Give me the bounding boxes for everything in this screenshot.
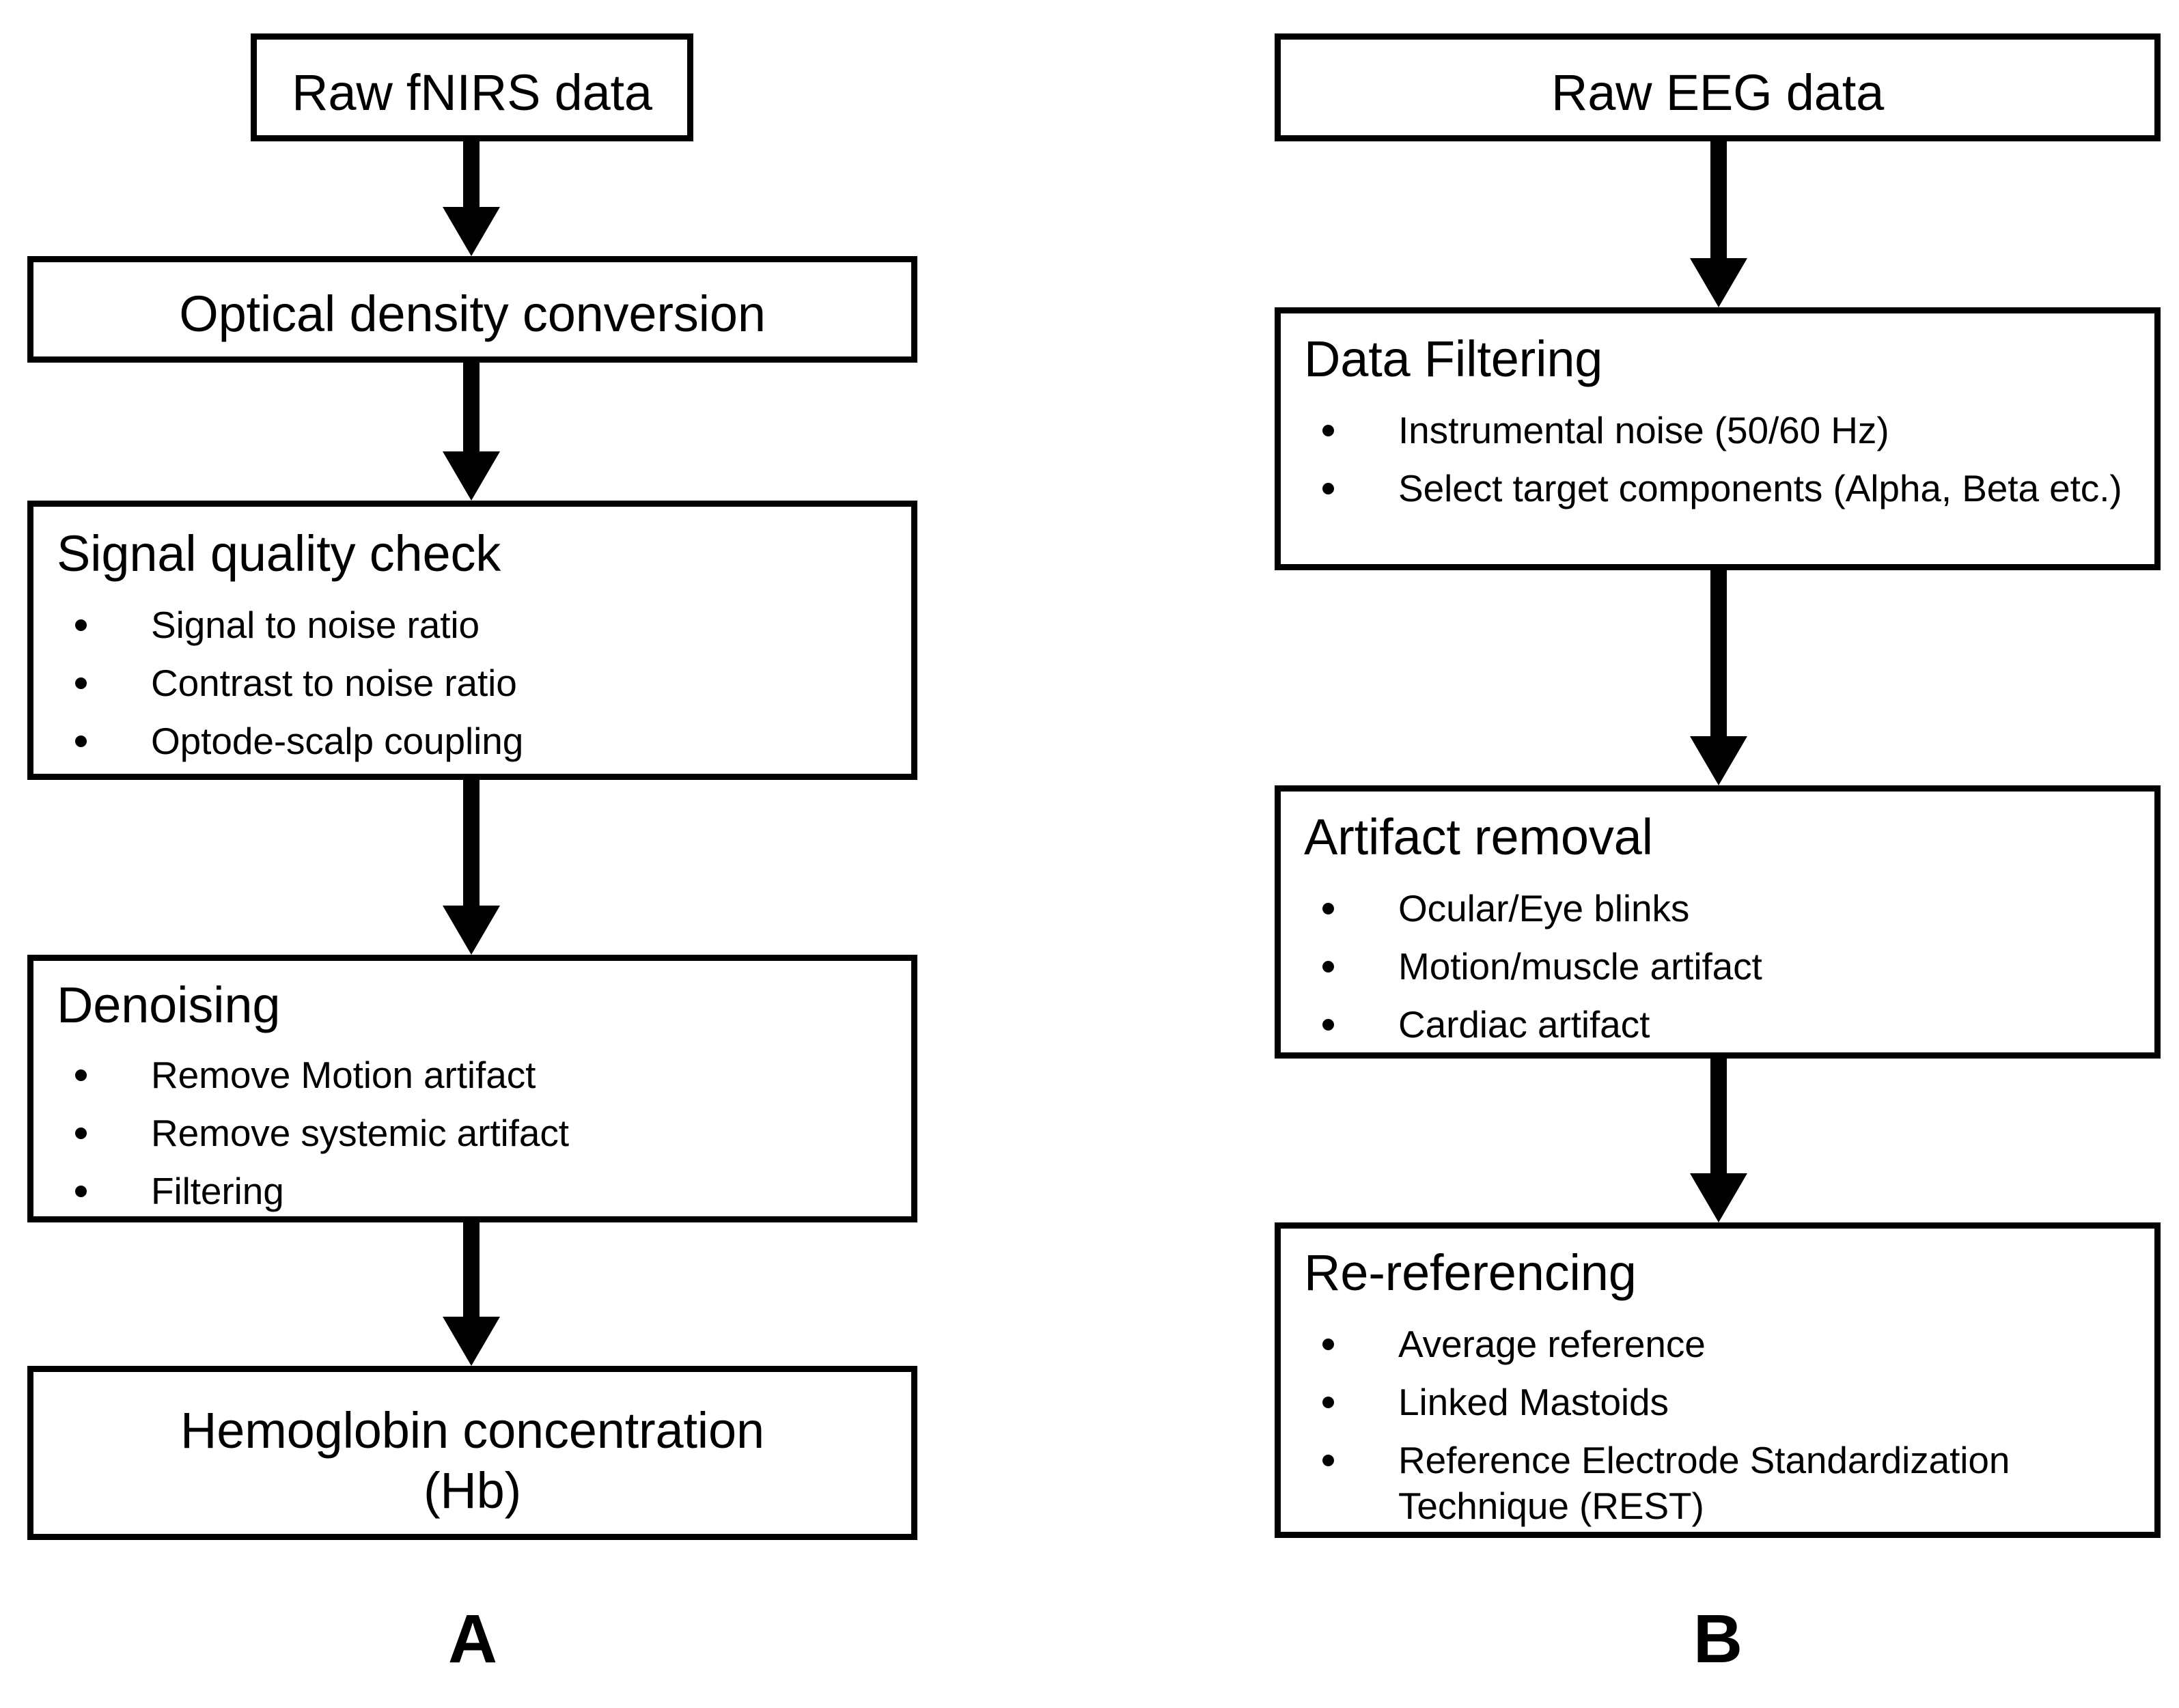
- arrow-shaft: [463, 363, 480, 456]
- list-item-label: Filtering: [151, 1170, 284, 1213]
- node-title: Raw fNIRS data: [292, 64, 652, 121]
- node-signal-quality-check: Signal quality check Signal to noise rat…: [27, 501, 917, 780]
- node-title: Optical density conversion: [179, 285, 766, 342]
- node-bullet-list: Ocular/Eye blinks Motion/muscle artifact…: [1304, 886, 2142, 1052]
- arrow-shaft: [1710, 141, 1727, 262]
- list-item: Remove Motion artifact: [57, 1052, 898, 1098]
- list-item: Motion/muscle artifact: [1304, 944, 2142, 990]
- arrow-head: [443, 906, 500, 955]
- node-optical-density-conversion: Optical density conversion: [27, 256, 917, 363]
- list-item-label: Contrast to noise ratio: [151, 662, 517, 705]
- node-title: Artifact removal: [1304, 809, 1653, 865]
- arrow-signal-quality-to-denoising: [443, 780, 500, 955]
- node-denoising: Denoising Remove Motion artifact Remove …: [27, 955, 917, 1222]
- list-item-label: Remove Motion artifact: [151, 1054, 536, 1096]
- bullet-dot-icon: [1322, 1397, 1334, 1409]
- arrow-head: [443, 207, 500, 256]
- panel-letter-b: B: [1693, 1601, 1743, 1677]
- list-item: Linked Mastoids: [1304, 1380, 2142, 1425]
- node-bullet-list: Remove Motion artifact Remove systemic a…: [57, 1052, 898, 1216]
- node-title: Data Filtering: [1304, 331, 1603, 387]
- arrow-optical-density-to-signal-quality: [443, 363, 500, 501]
- list-item: Signal to noise ratio: [57, 602, 898, 648]
- bullet-dot-icon: [75, 619, 87, 632]
- arrow-shaft: [463, 780, 480, 910]
- arrow-head: [443, 451, 500, 501]
- arrow-head: [1690, 736, 1747, 785]
- list-item: Reference Electrode Standardization Tech…: [1304, 1438, 2142, 1529]
- arrow-shaft: [463, 141, 480, 212]
- bullet-dot-icon: [1322, 1019, 1334, 1031]
- bullet-dot-icon: [1322, 903, 1334, 915]
- bullet-dot-icon: [75, 677, 87, 690]
- list-item: Cardiac artifact: [1304, 1002, 2142, 1048]
- node-title: Signal quality check: [57, 525, 501, 582]
- list-item-label: Average reference: [1398, 1323, 1706, 1365]
- list-item: Optode-scalp coupling: [57, 718, 898, 764]
- list-item: Instrumental noise (50/60 Hz): [1304, 408, 2142, 453]
- arrow-shaft: [1710, 1059, 1727, 1177]
- arrow-head: [443, 1317, 500, 1366]
- list-item: Filtering: [57, 1168, 898, 1214]
- list-item-label: Remove systemic artifact: [151, 1112, 569, 1155]
- bullet-dot-icon: [1322, 425, 1334, 437]
- arrow-data-filtering-to-artifact-removal: [1690, 570, 1747, 785]
- list-item-label: Motion/muscle artifact: [1398, 945, 1762, 988]
- node-title: Hemoglobin concentration: [180, 1402, 764, 1459]
- node-hemoglobin-concentration: Hemoglobin concentration (Hb): [27, 1366, 917, 1540]
- bullet-dot-icon: [1322, 1339, 1334, 1351]
- arrow-artifact-removal-to-re-referencing: [1690, 1059, 1747, 1222]
- bullet-dot-icon: [75, 1069, 87, 1082]
- node-title: Raw EEG data: [1551, 64, 1885, 121]
- node-title-second-line: (Hb): [423, 1462, 522, 1519]
- list-item-label: Instrumental noise (50/60 Hz): [1398, 409, 1889, 451]
- list-item-label: Cardiac artifact: [1398, 1003, 1650, 1046]
- node-data-filtering: Data Filtering Instrumental noise (50/60…: [1275, 307, 2161, 570]
- bullet-dot-icon: [1322, 1455, 1334, 1467]
- bullet-dot-icon: [75, 1186, 87, 1198]
- node-bullet-list: Average reference Linked Mastoids Refere…: [1304, 1321, 2142, 1532]
- node-re-referencing: Re-referencing Average reference Linked …: [1275, 1222, 2161, 1538]
- node-raw-eeg-data: Raw EEG data: [1275, 33, 2161, 141]
- list-item: Ocular/Eye blinks: [1304, 886, 2142, 932]
- list-item: Remove systemic artifact: [57, 1110, 898, 1156]
- list-item: Select target components (Alpha, Beta et…: [1304, 466, 2142, 512]
- list-item-label: Signal to noise ratio: [151, 604, 480, 646]
- list-item-label: Select target components (Alpha, Beta et…: [1398, 467, 2122, 510]
- arrow-shaft: [1710, 570, 1727, 740]
- node-bullet-list: Instrumental noise (50/60 Hz) Select tar…: [1304, 408, 2142, 524]
- list-item: Contrast to noise ratio: [57, 660, 898, 706]
- bullet-dot-icon: [75, 736, 87, 748]
- list-item-label: Optode-scalp coupling: [151, 720, 524, 763]
- arrow-raw-fnirs-to-optical-density: [443, 141, 500, 256]
- node-title: Re-referencing: [1304, 1244, 1637, 1301]
- list-item: Average reference: [1304, 1321, 2142, 1367]
- bullet-dot-icon: [1322, 961, 1334, 973]
- arrow-raw-eeg-to-data-filtering: [1690, 141, 1747, 307]
- arrow-shaft: [463, 1222, 480, 1321]
- bullet-dot-icon: [75, 1128, 87, 1140]
- arrow-head: [1690, 258, 1747, 307]
- panel-letter-a: A: [447, 1601, 498, 1677]
- node-artifact-removal: Artifact removal Ocular/Eye blinks Motio…: [1275, 785, 2161, 1059]
- node-bullet-list: Signal to noise ratio Contrast to noise …: [57, 602, 898, 774]
- arrow-denoising-to-hemoglobin: [443, 1222, 500, 1366]
- bullet-dot-icon: [1322, 483, 1334, 495]
- arrow-head: [1690, 1173, 1747, 1222]
- node-title: Denoising: [57, 977, 281, 1033]
- list-item-label: Ocular/Eye blinks: [1398, 887, 1690, 929]
- list-item-label: Reference Electrode Standardization Tech…: [1398, 1439, 2010, 1528]
- node-raw-fnirs-data: Raw fNIRS data: [251, 33, 693, 141]
- list-item-label: Linked Mastoids: [1398, 1381, 1669, 1424]
